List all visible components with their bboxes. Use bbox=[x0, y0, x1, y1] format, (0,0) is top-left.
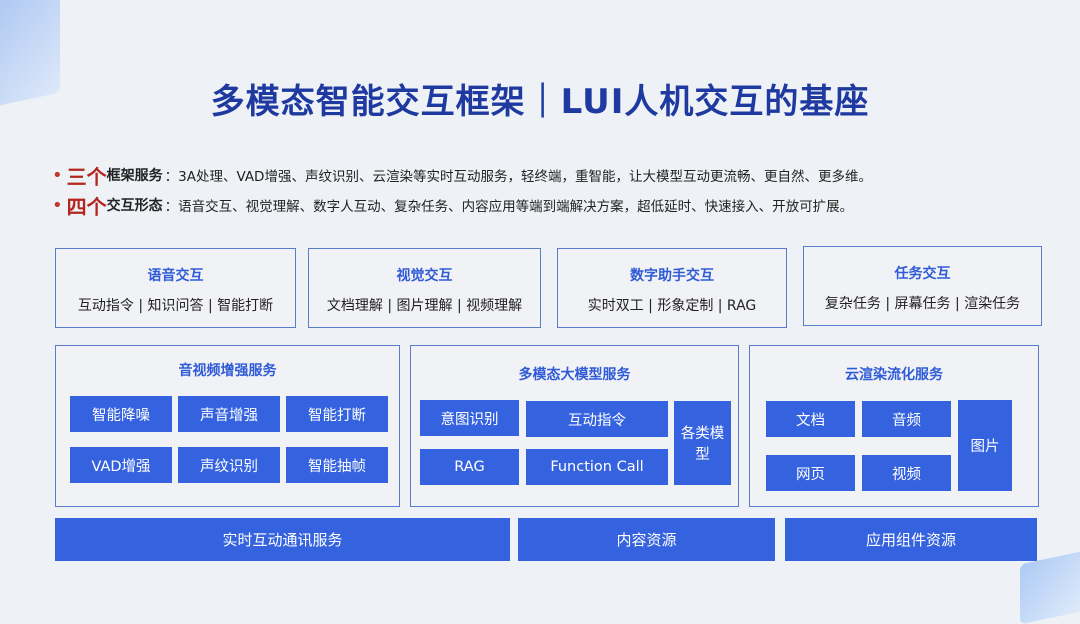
bullet-item: •三个框架服务：3A处理、VAD增强、声纹识别、云渲染等实时互动服务，轻终端，重… bbox=[52, 160, 872, 190]
bullet-list: •三个框架服务：3A处理、VAD增强、声纹识别、云渲染等实时互动服务，轻终端，重… bbox=[52, 160, 872, 220]
bullet-text: ：3A处理、VAD增强、声纹识别、云渲染等实时互动服务，轻终端，重智能，让大模型… bbox=[164, 169, 872, 185]
mm-item: 互动指令 bbox=[526, 401, 668, 437]
box-subtitle: 复杂任务 | 屏幕任务 | 渲染任务 bbox=[824, 296, 1021, 312]
visual-interaction-box: 视觉交互 文档理解 | 图片理解 | 视频理解 bbox=[308, 248, 541, 328]
box-title: 多模态大模型服务 bbox=[518, 367, 631, 383]
task-interaction-box: 任务交互 复杂任务 | 屏幕任务 | 渲染任务 bbox=[803, 246, 1042, 326]
box-title: 语音交互 bbox=[147, 268, 204, 284]
av-item: VAD增强 bbox=[70, 447, 172, 483]
box-title: 云渲染流化服务 bbox=[845, 367, 943, 383]
box-title: 视觉交互 bbox=[396, 268, 453, 284]
mm-item: RAG bbox=[420, 449, 519, 485]
bullet-item: •四个交互形态：语音交互、视觉理解、数字人互动、复杂任务、内容应用等端到端解决方… bbox=[52, 190, 872, 220]
bullet-keyword: 交互形态 bbox=[106, 198, 163, 214]
cloud-item: 音频 bbox=[862, 401, 951, 437]
av-item: 智能抽帧 bbox=[286, 447, 388, 483]
cloud-item: 网页 bbox=[766, 455, 855, 491]
box-subtitle: 互动指令 | 知识问答 | 智能打断 bbox=[77, 298, 274, 314]
av-item: 智能打断 bbox=[286, 396, 388, 432]
box-subtitle: 实时双工 | 形象定制 | RAG bbox=[587, 298, 757, 314]
cloud-item: 文档 bbox=[766, 401, 855, 437]
cloud-item: 视频 bbox=[862, 455, 951, 491]
av-item: 声音增强 bbox=[178, 396, 280, 432]
box-title: 数字助手交互 bbox=[630, 268, 714, 284]
mm-item: 意图识别 bbox=[420, 400, 519, 436]
box-title: 任务交互 bbox=[894, 266, 951, 282]
mm-item: 各类模型 bbox=[674, 401, 731, 485]
cloud-item: 图片 bbox=[958, 400, 1012, 491]
bullet-keyword: 框架服务 bbox=[106, 168, 163, 184]
app-component-resources-bar: 应用组件资源 bbox=[785, 518, 1037, 561]
digital-assistant-box: 数字助手交互 实时双工 | 形象定制 | RAG bbox=[557, 248, 787, 328]
page-title: 多模态智能交互框架｜LUI人机交互的基座 bbox=[210, 82, 870, 122]
bullet-number: 四个 bbox=[66, 194, 107, 219]
bullet-text: ：语音交互、视觉理解、数字人互动、复杂任务、内容应用等端到端解决方案，超低延时、… bbox=[164, 199, 854, 215]
mm-item: Function Call bbox=[526, 449, 668, 485]
av-item: 智能降噪 bbox=[70, 396, 172, 432]
box-title: 音视频增强服务 bbox=[178, 363, 277, 379]
voice-interaction-box: 语音交互 互动指令 | 知识问答 | 智能打断 bbox=[55, 248, 296, 328]
av-item: 声纹识别 bbox=[178, 447, 280, 483]
box-subtitle: 文档理解 | 图片理解 | 视频理解 bbox=[326, 298, 523, 314]
bullet-number: 三个 bbox=[66, 164, 107, 189]
rtc-service-bar: 实时互动通讯服务 bbox=[55, 518, 510, 561]
content-resources-bar: 内容资源 bbox=[518, 518, 775, 561]
